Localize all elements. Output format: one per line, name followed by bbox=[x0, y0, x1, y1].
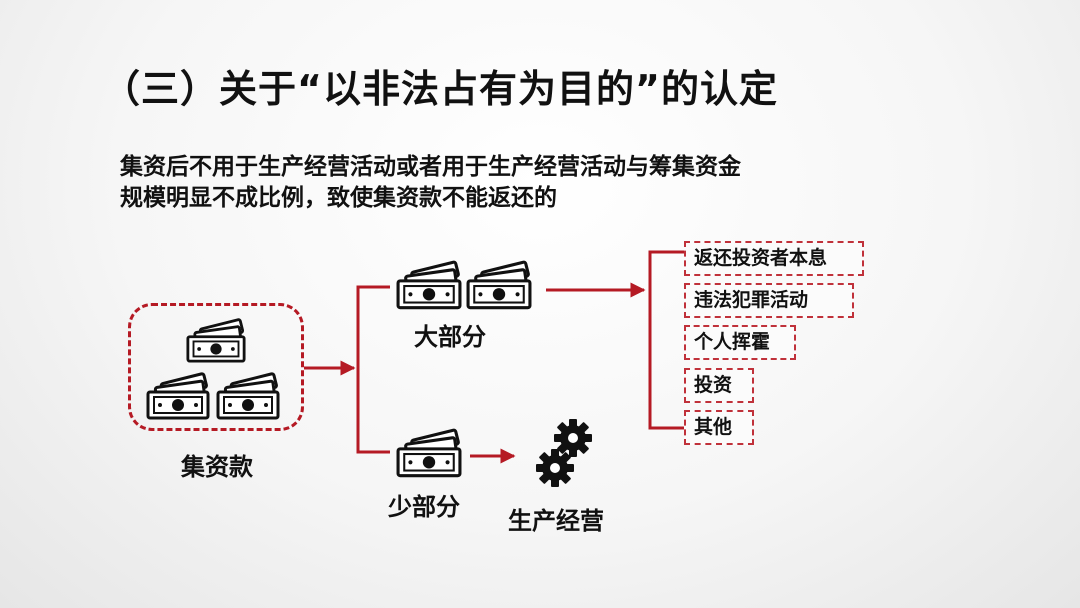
funds-box bbox=[128, 303, 304, 431]
description-line-2: 规模明显不成比例，致使集资款不能返还的 bbox=[120, 185, 557, 211]
description: 集资后不用于生产经营活动或者用于生产经营活动与筹集资金 规模明显不成比例，致使集… bbox=[120, 152, 880, 214]
description-line-1: 集资后不用于生产经营活动或者用于生产经营活动与筹集资金 bbox=[120, 154, 741, 180]
use-item-invest: 投资 bbox=[684, 368, 754, 403]
uses-bracket bbox=[648, 250, 686, 430]
funds-label: 集资款 bbox=[181, 453, 253, 481]
split-bracket bbox=[356, 285, 390, 454]
production-label: 生产经营 bbox=[508, 507, 604, 535]
use-item-crime: 违法犯罪活动 bbox=[684, 283, 854, 318]
use-item-other: 其他 bbox=[684, 410, 754, 445]
majority-label: 大部分 bbox=[414, 323, 486, 351]
page-title: （三）关于“以非法占有为目的”的认定 bbox=[102, 67, 778, 111]
minority-label: 少部分 bbox=[388, 493, 460, 521]
use-item-repay: 返还投资者本息 bbox=[684, 241, 864, 276]
use-item-squander: 个人挥霍 bbox=[684, 325, 796, 360]
